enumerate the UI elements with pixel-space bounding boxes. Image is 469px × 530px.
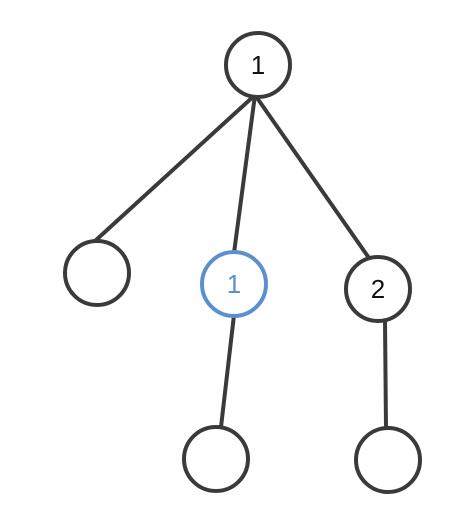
node-label-root: 1 [251,50,265,80]
node-label-child-right: 2 [371,274,385,304]
node-grandchild-middle [182,425,250,493]
edge-root-to-child-middle [232,93,257,255]
node-circle-root [224,31,292,99]
node-root: 1 [224,31,292,99]
node-circle-grandchild-right [354,426,422,494]
node-circle-child-right [344,255,412,323]
node-child-left [63,239,131,307]
edge-root-to-child-left [93,93,257,243]
node-circle-child-left [63,239,131,307]
edge-child-right-to-grandchild-right [383,319,388,430]
node-circle-grandchild-middle [182,425,250,493]
node-child-right: 2 [344,255,412,323]
node-child-middle: 1 [200,250,268,318]
nodes-layer: 1 1 2 [63,31,422,494]
node-grandchild-right [354,426,422,494]
edge-root-to-child-right [253,93,371,260]
node-circle-child-middle [200,250,268,318]
edge-child-middle-to-grandchild-middle [219,313,236,429]
edges-layer [93,93,388,430]
node-label-child-middle: 1 [227,269,241,299]
